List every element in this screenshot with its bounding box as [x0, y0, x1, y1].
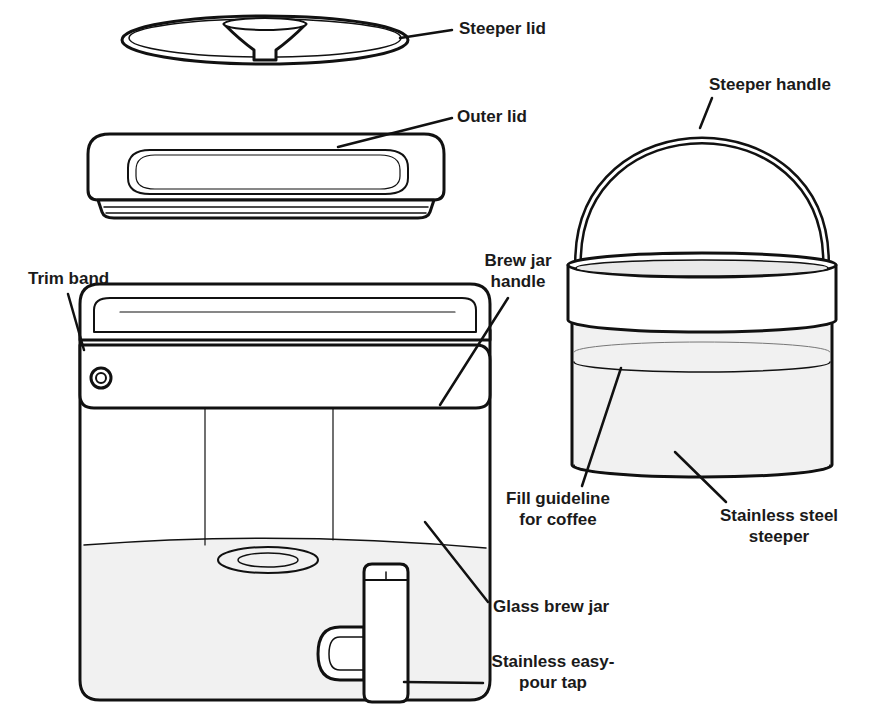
part-label: Brew jar handle	[470, 250, 566, 292]
part-label: Steeper handle	[709, 74, 831, 95]
part-label: Fill guideline for coffee	[494, 488, 622, 530]
part-label: Steeper lid	[459, 18, 546, 39]
part-label: Stainless steel steeper	[703, 505, 855, 547]
part-label: Glass brew jar	[493, 596, 609, 617]
part-label: Outer lid	[457, 106, 527, 127]
part-label: Trim band	[28, 268, 109, 289]
part-label: Stainless easy-pour tap	[484, 651, 622, 693]
